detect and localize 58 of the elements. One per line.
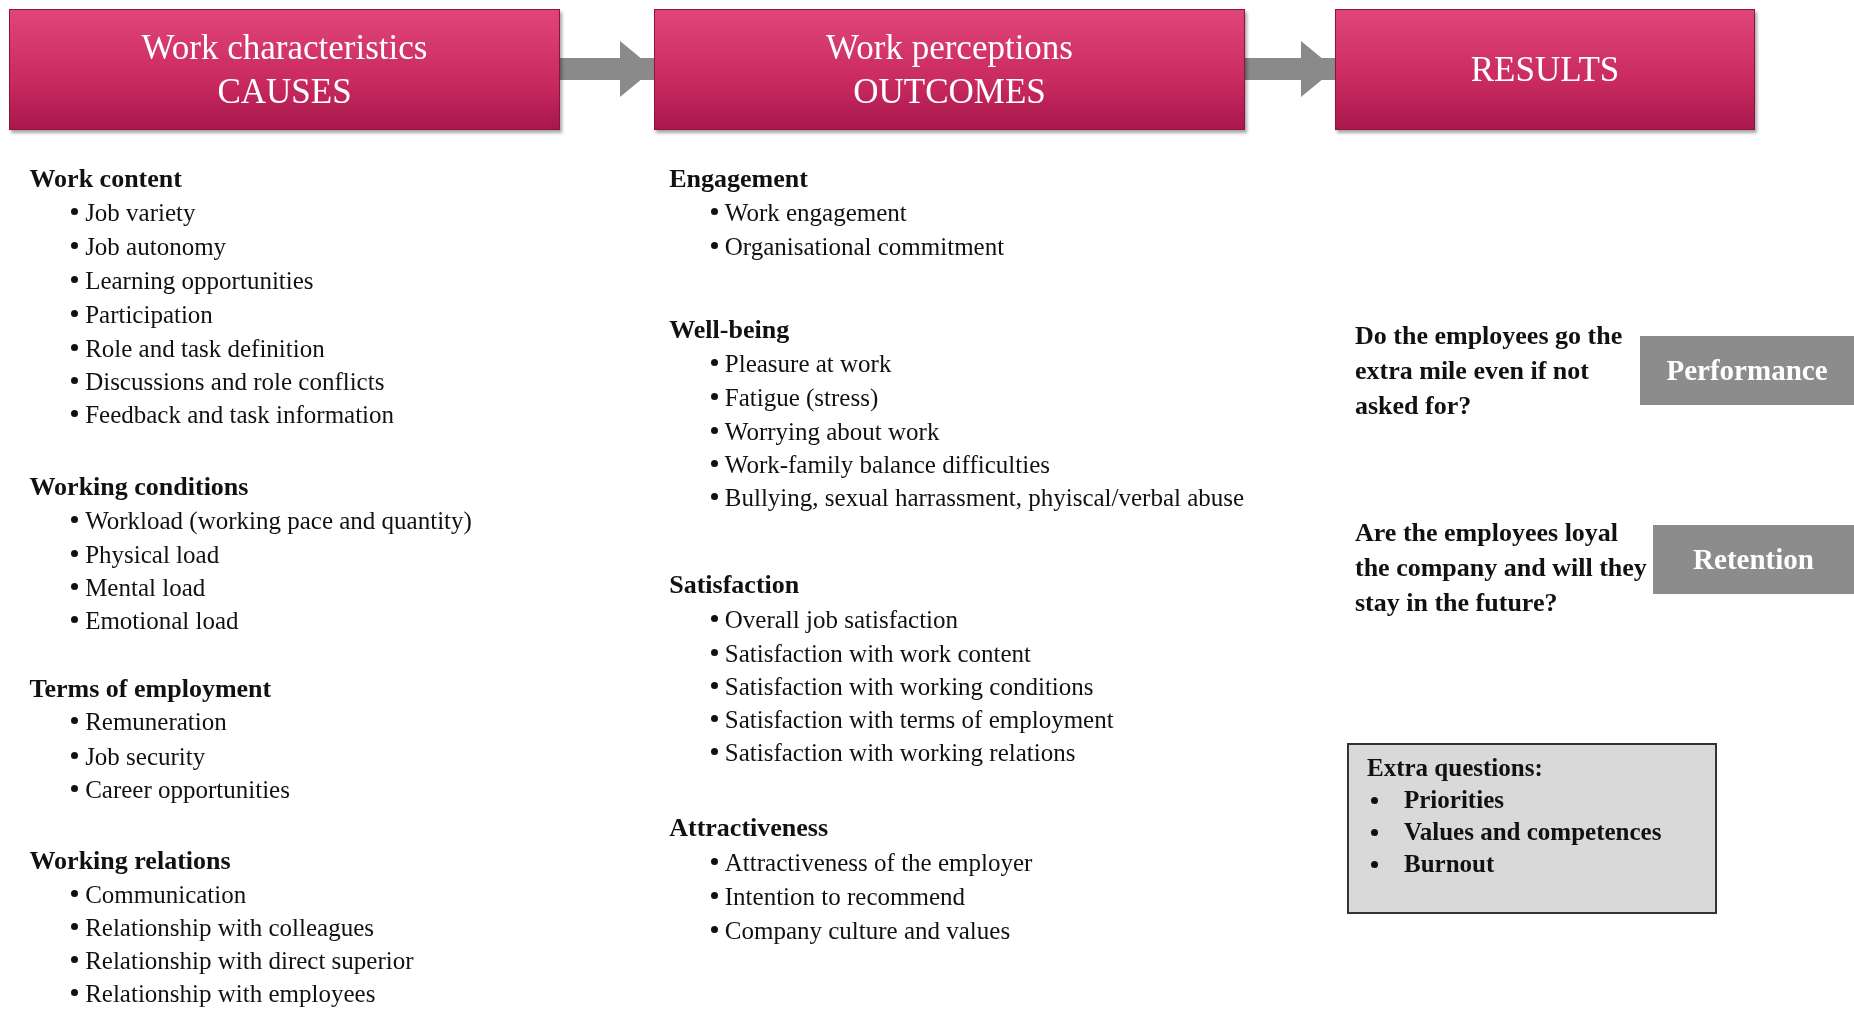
header-title: RESULTS — [1470, 48, 1620, 91]
section-heading: Engagement — [669, 163, 808, 194]
header-banner — [654, 9, 1245, 130]
list-item: Feedback and task information — [85, 400, 395, 430]
list-item: Bullying, sexual harrassment, phyiscal/verbal abuse — [724, 482, 1245, 513]
list-item: Satisfaction with working relations — [724, 738, 1076, 769]
list-item: Organisational commitment — [724, 232, 1005, 263]
list-item: Intention to recommend — [724, 882, 965, 913]
list-item: Relationship with direct superior — [85, 946, 414, 977]
list-item: Work engagement — [724, 197, 907, 228]
list-item: Satisfaction with working conditions — [724, 671, 1094, 702]
list-item: Physical load — [85, 539, 220, 570]
arrow — [1245, 41, 1335, 97]
question-text: Do the employees go the extra mile even if not asked for? — [1355, 320, 1624, 422]
question-text: Are the employees loyal the company and will they stay in the future? — [1355, 517, 1648, 619]
header-banner — [9, 9, 560, 130]
list-item: Role and task definition — [85, 333, 325, 364]
list-item: Overall job satisfaction — [724, 604, 959, 635]
list-item: Fatigue (stress) — [724, 383, 879, 414]
note-box — [1347, 743, 1717, 914]
result-box: Retention — [1653, 525, 1854, 594]
header-title: Work perceptions OUTCOMES — [825, 26, 1074, 113]
section-heading: Satisfaction — [669, 570, 800, 601]
list-item: Job variety — [85, 197, 196, 228]
list-item: Job autonomy — [85, 232, 227, 263]
list-item: Worrying about work — [724, 416, 940, 447]
list-item: Attractiveness of the employer — [724, 848, 1033, 879]
list-item: Participation — [85, 299, 213, 330]
list-item: Work-family balance difficulties — [724, 449, 1050, 480]
result-box: Performance — [1640, 336, 1854, 405]
list-item: Emotional load — [85, 605, 239, 636]
list-item: Mental load — [85, 572, 206, 603]
list-item: Satisfaction with terms of employment — [724, 705, 1114, 736]
section-heading: Terms of employment — [29, 674, 272, 705]
list-item: Priorities — [1404, 785, 1504, 815]
section-heading: Attractiveness — [669, 812, 829, 843]
header-title: Work characteristics CAUSES — [140, 26, 429, 113]
note-heading: Extra questions: — [1367, 753, 1543, 783]
list-item: Company culture and values — [724, 915, 1011, 946]
list-item: Communication — [85, 880, 247, 911]
list-item: Satisfaction with work content — [724, 638, 1031, 669]
arrow — [560, 41, 654, 97]
section-heading: Working conditions — [29, 472, 249, 503]
list-item: Discussions and role conflicts — [85, 366, 385, 397]
section-heading: Working relations — [29, 845, 231, 876]
list-item: Workload (working pace and quantity) — [85, 506, 472, 537]
section-heading: Work content — [29, 163, 182, 194]
list-item: Burnout — [1404, 849, 1495, 879]
list-item: Remuneration — [85, 707, 227, 738]
list-item: Career opportunities — [85, 774, 290, 805]
list-item: Relationship with colleagues — [85, 913, 374, 944]
list-item: Relationship with employees — [85, 979, 376, 1009]
header-banner — [1335, 9, 1755, 130]
list-item: Values and competences — [1404, 817, 1662, 847]
list-item: Learning opportunities — [85, 266, 314, 297]
section-heading: Well-being — [669, 314, 790, 345]
list-item: Pleasure at work — [724, 349, 892, 380]
list-item: Job security — [85, 741, 206, 772]
